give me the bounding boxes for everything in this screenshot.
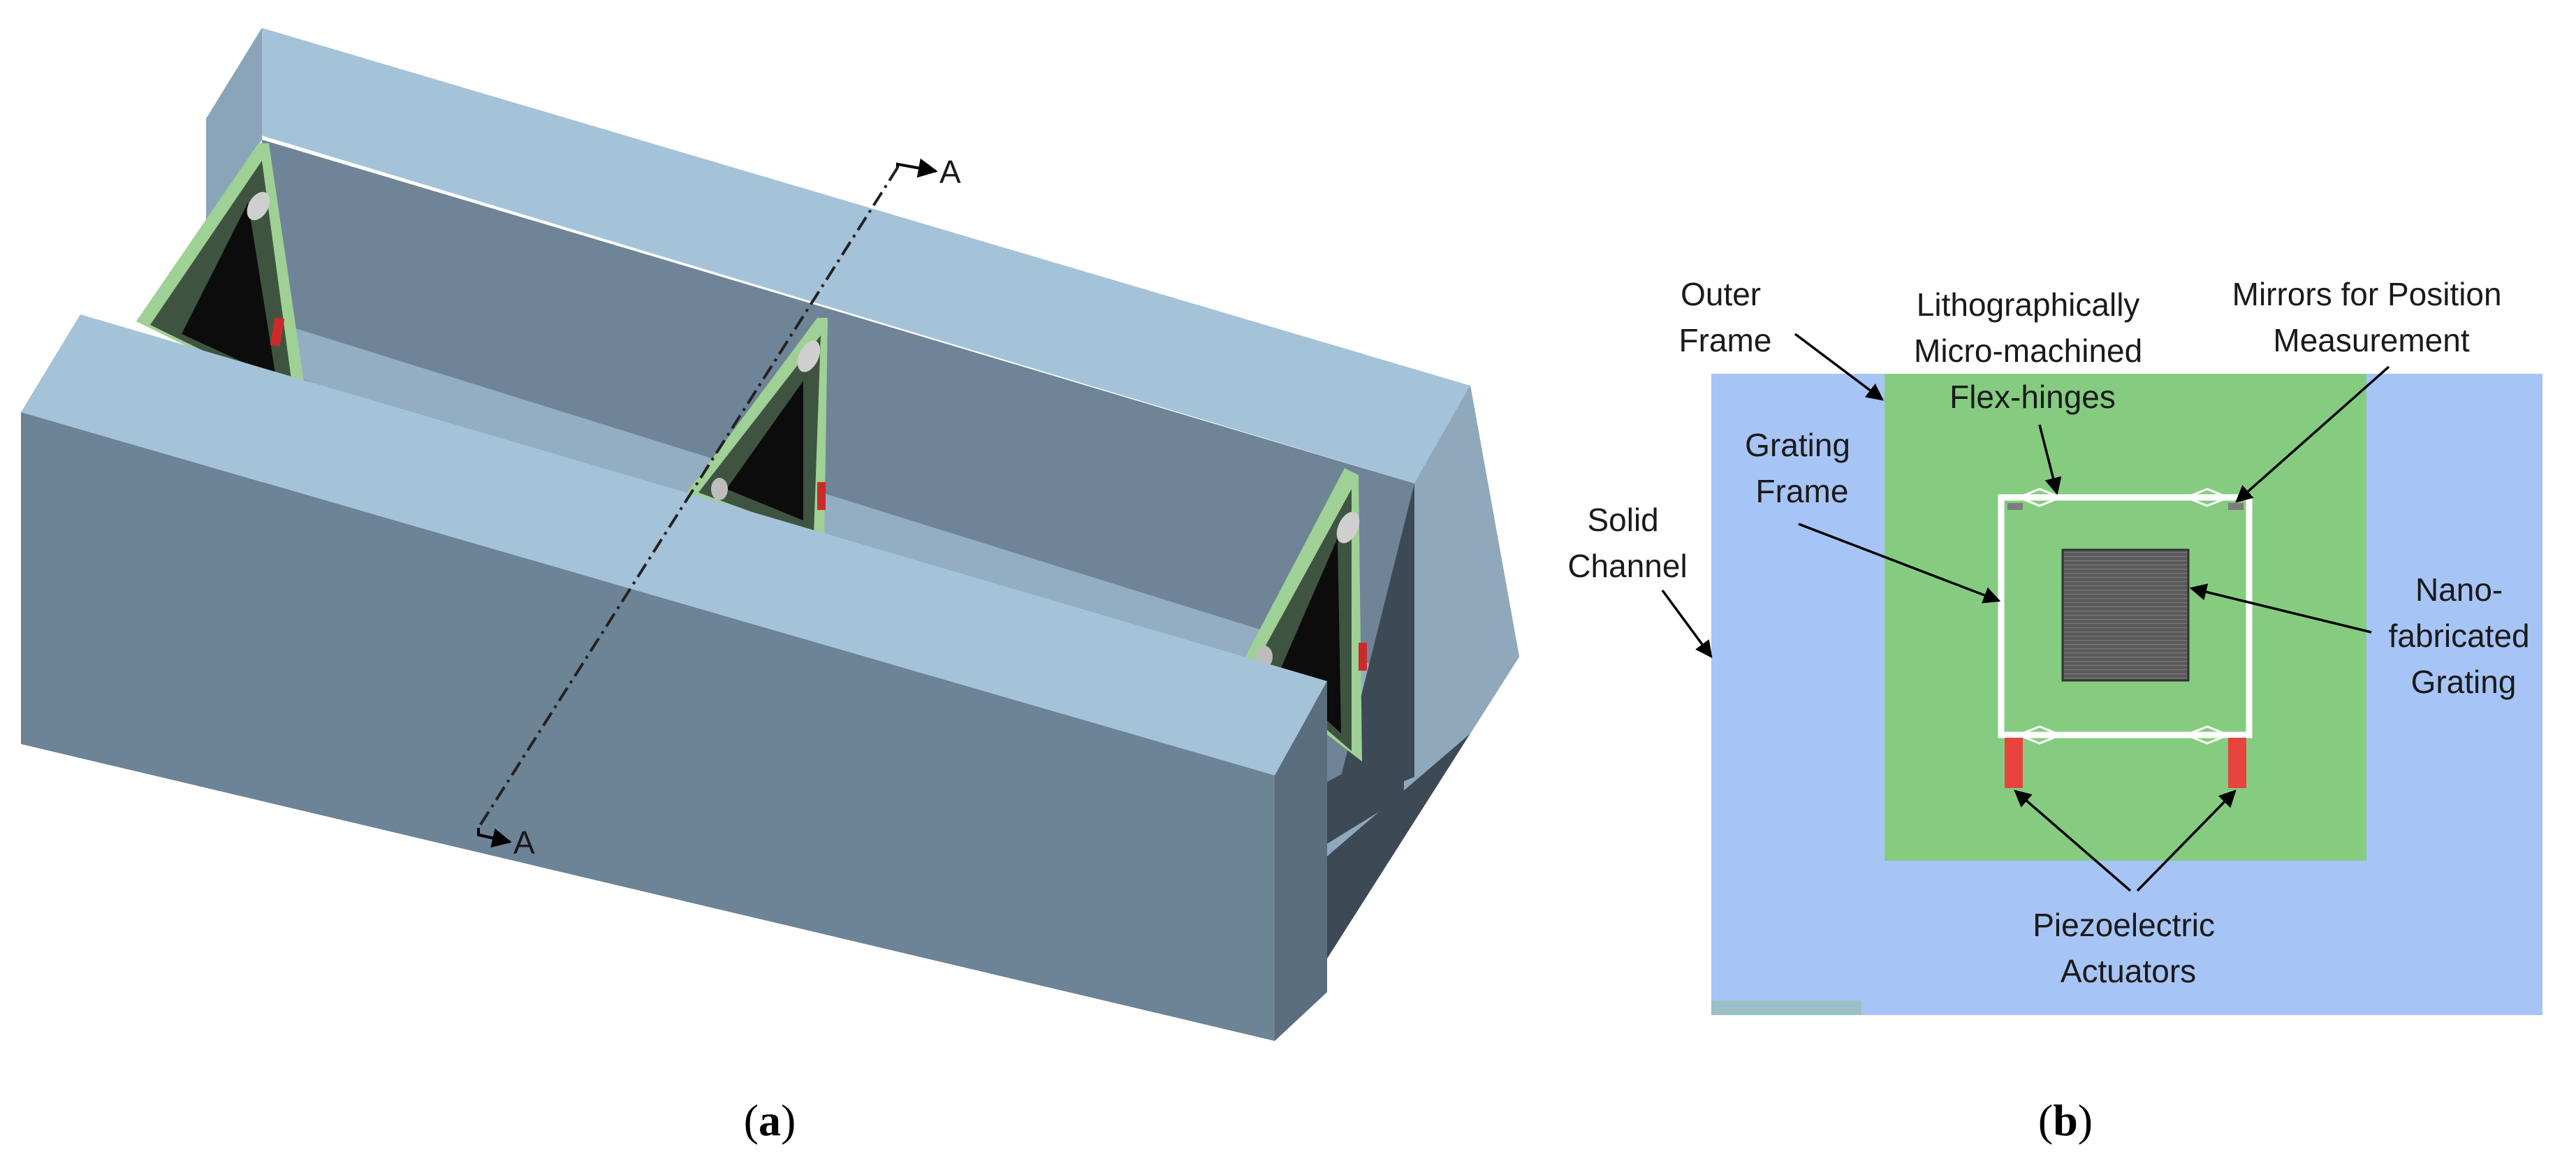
arrow-solid-channel bbox=[1661, 589, 1713, 658]
grating-frame-middle bbox=[685, 318, 828, 545]
front-wall-face bbox=[21, 412, 1275, 1041]
arrow-nano-grating bbox=[2189, 583, 2372, 634]
arrow-piezo-right bbox=[2136, 789, 2237, 892]
grating-frame bbox=[1998, 494, 2253, 738]
arrow-flex-hinges bbox=[2038, 424, 2062, 495]
section-label-top: A bbox=[939, 154, 961, 190]
panel-a-caption: (a) bbox=[744, 1095, 796, 1145]
section-line bbox=[477, 166, 899, 829]
mirror-right bbox=[2228, 503, 2244, 510]
arrow-piezo-left bbox=[2014, 789, 2132, 892]
back-wall-left-face bbox=[206, 28, 262, 231]
arrow-grating-frame bbox=[1798, 523, 2001, 604]
panel-a-channel: A A bbox=[21, 28, 1519, 1041]
piezo-actuator-left bbox=[2005, 738, 2023, 788]
label-outer-frame: Outer Frame bbox=[1679, 276, 1772, 358]
label-solid-channel: Solid Channel bbox=[1567, 502, 1687, 584]
label-piezo-actuators: Piezoelectric Actuators bbox=[2033, 907, 2224, 989]
front-wall-top bbox=[21, 314, 1327, 775]
grating-frame-left bbox=[136, 143, 307, 405]
end-wall-inner bbox=[1299, 386, 1519, 859]
label-nano-grating: Nano- fabricated Grating bbox=[2389, 571, 2539, 700]
back-wall-top bbox=[206, 28, 1470, 483]
panel-b-arrows bbox=[1661, 333, 2390, 892]
channel-base-strip bbox=[1711, 1000, 1861, 1015]
section-arrow-top bbox=[896, 158, 938, 178]
section-arrow-bottom bbox=[477, 828, 512, 848]
arrow-outer-frame bbox=[1794, 333, 1884, 401]
section-label-bottom: A bbox=[513, 824, 535, 861]
arrow-mirrors bbox=[2235, 365, 2390, 503]
piezo-actuator-right bbox=[2228, 738, 2246, 788]
end-wall-slot bbox=[1313, 741, 1404, 852]
front-wall-end bbox=[1275, 681, 1327, 1041]
mirror-left bbox=[2007, 503, 2023, 510]
label-lithographic-flex-hinges: Lithographically Micro-machined Flex-hin… bbox=[1914, 286, 2151, 415]
nano-grating bbox=[2061, 548, 2190, 682]
label-grating-frame: Grating Frame bbox=[1745, 427, 1859, 509]
panel-b-caption: (b) bbox=[2038, 1095, 2093, 1145]
flex-hinges-top bbox=[2015, 488, 2232, 507]
panel-b-section bbox=[1711, 374, 2542, 1015]
label-mirrors: Mirrors for Position Measurement bbox=[2232, 276, 2511, 358]
flex-hinges-bottom bbox=[2015, 725, 2232, 745]
